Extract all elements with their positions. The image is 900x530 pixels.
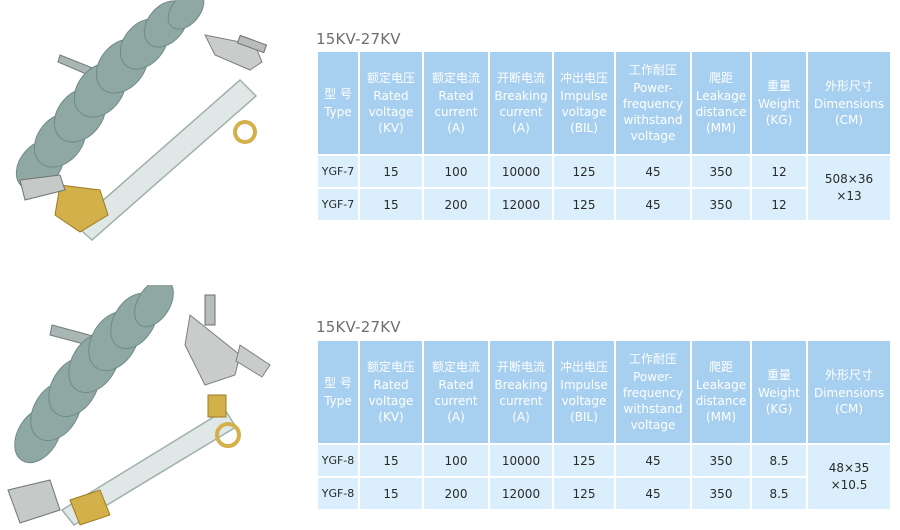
table-row: YGF-7 15 200 12000 125 45 350 12 bbox=[318, 189, 890, 220]
cell-voltage: 15 bbox=[360, 189, 422, 220]
cell-current: 200 bbox=[424, 478, 488, 509]
cell-current: 200 bbox=[424, 189, 488, 220]
cell-weight: 8.5 bbox=[752, 445, 806, 476]
fuse-cutout-photo bbox=[7, 285, 271, 526]
cell-withstand: 45 bbox=[616, 189, 690, 220]
cell-dimensions: 508×36 ×13 bbox=[808, 156, 890, 220]
cell-leakage: 350 bbox=[692, 478, 750, 509]
cell-impulse: 125 bbox=[554, 478, 614, 509]
cell-weight: 8.5 bbox=[752, 478, 806, 509]
dimensions-line-1: 508×36 bbox=[824, 172, 874, 186]
cell-withstand: 45 bbox=[616, 156, 690, 187]
cell-withstand: 45 bbox=[616, 478, 690, 509]
cell-impulse: 125 bbox=[554, 189, 614, 220]
cell-dimensions: 48×35 ×10.5 bbox=[808, 445, 890, 509]
table-row: YGF-8 15 200 12000 125 45 350 8.5 bbox=[318, 478, 890, 509]
cell-current: 100 bbox=[424, 156, 488, 187]
cell-weight: 12 bbox=[752, 189, 806, 220]
dimensions-line-2: ×10.5 bbox=[830, 478, 868, 492]
dimensions-line-1: 48×35 bbox=[828, 461, 870, 475]
cell-weight: 12 bbox=[752, 156, 806, 187]
cell-withstand: 45 bbox=[616, 445, 690, 476]
cell-type: YGF-7 bbox=[318, 156, 358, 187]
cell-breaking: 10000 bbox=[490, 445, 552, 476]
cell-current: 100 bbox=[424, 445, 488, 476]
cell-breaking: 12000 bbox=[490, 478, 552, 509]
cell-impulse: 125 bbox=[554, 445, 614, 476]
cell-voltage: 15 bbox=[360, 445, 422, 476]
cell-leakage: 350 bbox=[692, 189, 750, 220]
cell-type: YGF-7 bbox=[318, 189, 358, 220]
cell-voltage: 15 bbox=[360, 478, 422, 509]
cell-type: YGF-8 bbox=[318, 445, 358, 476]
cell-breaking: 12000 bbox=[490, 189, 552, 220]
voltage-range-heading: 15KV-27KV bbox=[316, 318, 401, 336]
dimensions-line-2: ×13 bbox=[836, 189, 862, 203]
cell-leakage: 350 bbox=[692, 156, 750, 187]
cell-type: YGF-8 bbox=[318, 478, 358, 509]
table-row: YGF-7 15 100 10000 125 45 350 12 508×36 ×… bbox=[318, 156, 890, 220]
cell-leakage: 350 bbox=[692, 445, 750, 476]
cell-impulse: 125 bbox=[554, 156, 614, 187]
voltage-range-heading: 15KV-27KV bbox=[316, 30, 401, 48]
fuse-cutout-photo bbox=[15, 0, 268, 241]
cell-breaking: 10000 bbox=[490, 156, 552, 187]
cell-voltage: 15 bbox=[360, 156, 422, 187]
table-row: YGF-8 15 100 10000 125 45 350 8.5 48×35 ×… bbox=[318, 445, 890, 509]
